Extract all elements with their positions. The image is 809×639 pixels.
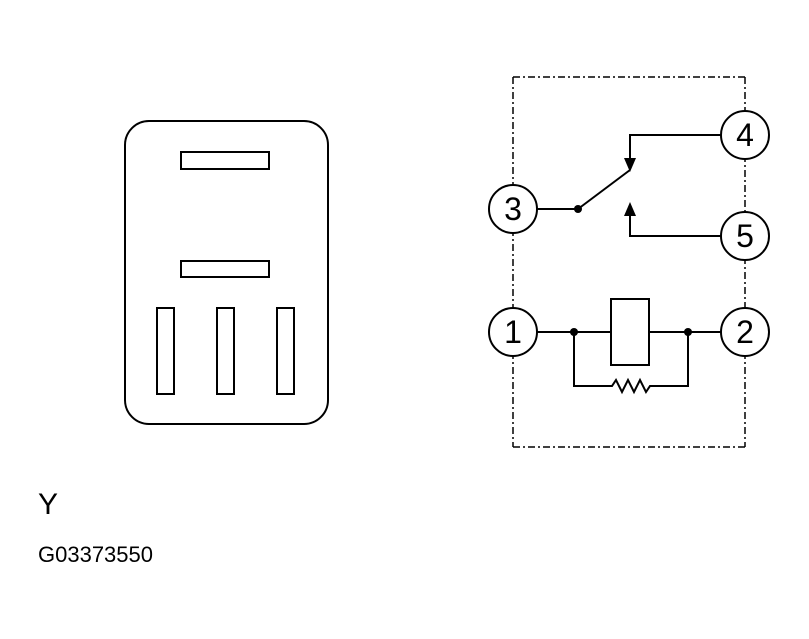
switch-circuit [535, 134, 723, 237]
contact-arrow-down [624, 158, 636, 172]
junction-dot-left [570, 328, 578, 336]
pin-slot-top-horizontal [180, 151, 270, 170]
pin-slot-middle-horizontal [180, 260, 270, 278]
terminal-5-label: 5 [736, 218, 754, 254]
terminal-1: 1 [488, 307, 538, 357]
relay-connector-face [124, 120, 329, 425]
terminal-4-label: 4 [736, 117, 754, 153]
switch-pivot-dot [574, 205, 582, 213]
pin-slot-bottom-center [216, 307, 235, 395]
terminal-1-label: 1 [504, 314, 522, 350]
terminal-4: 4 [720, 110, 770, 160]
relay-enclosure [512, 76, 746, 448]
terminal-3: 3 [488, 184, 538, 234]
wire-terminal-5-to-contact [629, 213, 723, 237]
terminal-5: 5 [720, 211, 770, 261]
switch-arm [577, 169, 631, 210]
junction-dot-right [684, 328, 692, 336]
terminal-3-label: 3 [504, 191, 522, 227]
coil-circuit [535, 298, 723, 395]
relay-housing [124, 120, 329, 425]
pin-slot-bottom-right [276, 307, 295, 395]
figure-code: G03373550 [38, 542, 153, 567]
relay-coil [610, 298, 650, 366]
contact-arrow-up [624, 202, 636, 216]
view-letter: Y [38, 488, 59, 521]
pin-slot-bottom-left [156, 307, 175, 395]
terminal-2: 2 [720, 307, 770, 357]
resistor-bypass-wire [573, 332, 689, 395]
wire-terminal-4-to-contact [629, 134, 723, 160]
terminal-2-label: 2 [736, 314, 754, 350]
